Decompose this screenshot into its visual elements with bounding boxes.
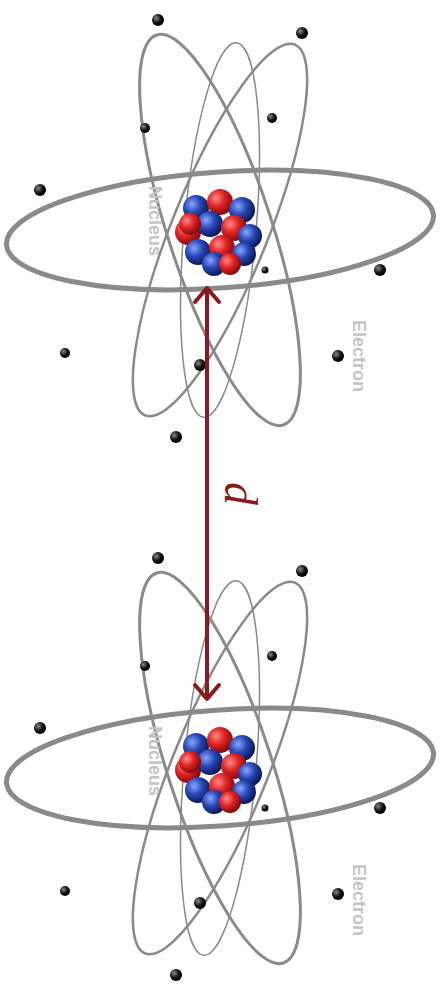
distance-arrow <box>195 288 219 699</box>
arrow-line <box>205 290 209 697</box>
electron-label: Electron <box>350 864 368 936</box>
nucleus-label: Nucleus <box>146 186 164 256</box>
nucleus-node: Nucleus <box>140 180 274 287</box>
electron-label: Electron <box>350 320 368 392</box>
arrow-head <box>195 288 219 302</box>
arrow-head <box>195 685 219 699</box>
nucleus-node: Nucleus <box>140 700 274 815</box>
distance-label: d <box>217 482 263 505</box>
nucleus-label: Nucleus <box>146 726 164 796</box>
